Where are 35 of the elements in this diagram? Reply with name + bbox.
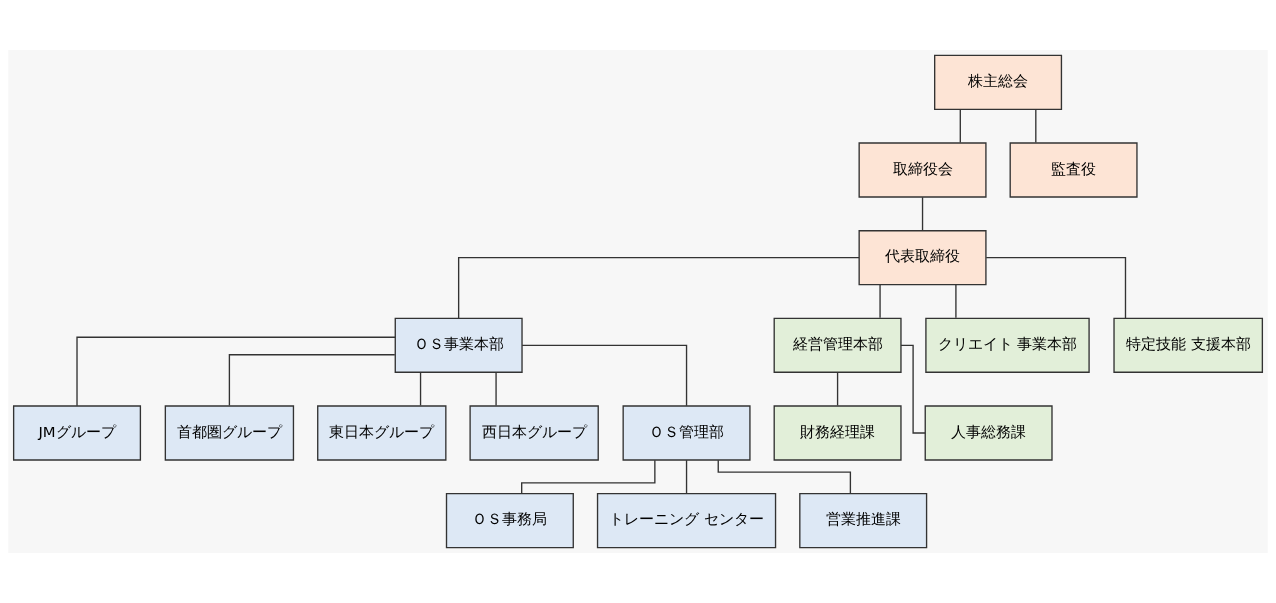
node-box: 取締役会 <box>858 142 987 198</box>
node-box: 株主総会 <box>934 54 1063 110</box>
node-box: ＯＳ管理部 <box>622 405 751 461</box>
connector <box>921 196 924 231</box>
connector <box>419 371 422 407</box>
connector <box>76 336 396 407</box>
connector <box>685 459 688 494</box>
node-box: 首都圏グループ <box>164 405 295 461</box>
node-box: トレーニング センター <box>596 493 777 549</box>
connector <box>900 344 926 434</box>
node-box: 代表取締役 <box>858 230 987 286</box>
connector <box>717 459 852 495</box>
connector <box>959 108 961 144</box>
node-box: 営業推進課 <box>799 493 928 549</box>
node-box: JMグループ <box>12 405 142 461</box>
connector <box>228 354 396 407</box>
node-box: 特定技能 支援本部 <box>1113 317 1264 373</box>
node-box: ＯＳ事業本部 <box>394 317 523 373</box>
connector <box>495 371 497 407</box>
connector <box>521 459 656 495</box>
connector <box>457 257 860 319</box>
node-box: ＯＳ事務局 <box>445 493 574 549</box>
connector <box>985 257 1127 319</box>
node-box: 人事総務課 <box>924 405 1053 461</box>
connector <box>836 371 839 407</box>
node-box: 東日本グループ <box>317 405 447 461</box>
connector <box>521 344 688 407</box>
node-box: 財務経理課 <box>773 405 902 461</box>
connector <box>879 284 881 319</box>
node-box: クリエイト 事業本部 <box>925 317 1090 373</box>
connector <box>955 284 957 319</box>
connector <box>1035 108 1037 144</box>
node-box: 経営管理本部 <box>773 317 902 373</box>
node-box: 監査役 <box>1009 142 1138 198</box>
node-box: 西日本グループ <box>469 405 599 461</box>
